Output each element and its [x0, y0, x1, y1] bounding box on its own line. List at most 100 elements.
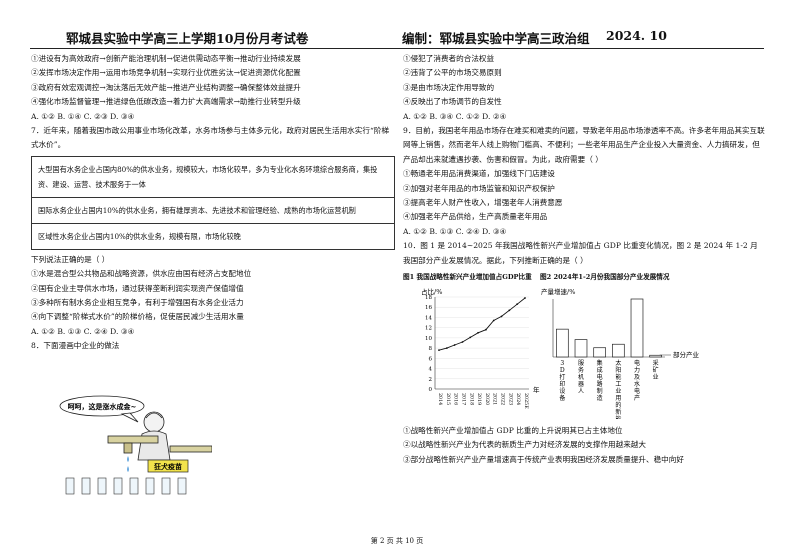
- category-label-char: 用: [615, 395, 621, 402]
- x-axis-label: 年: [533, 385, 540, 394]
- answer-choices: A. ①② B. ①④ C. ②③ D. ③④: [31, 111, 135, 121]
- category-label-char: 能: [615, 415, 621, 419]
- data-point: [453, 343, 456, 346]
- option-line: ①战略性新兴产业增加值占 GDP 比重的上升说明其已占主体地位: [403, 425, 623, 435]
- sign-text: 狂犬疫苗: [154, 462, 182, 471]
- category-label-char: 集: [597, 359, 603, 367]
- category-label-char: 服: [578, 360, 584, 367]
- category-label-char: 务: [578, 366, 584, 374]
- data-point: [485, 328, 487, 331]
- category-label-char: 打: [559, 373, 565, 381]
- option-line: ①进设有为高效政府→创新产能治理机制→促进供需动态平衡→推动行业持续发展: [31, 54, 301, 63]
- y-tick-label: 18: [425, 295, 432, 301]
- category-label-char: 太: [615, 359, 621, 367]
- exam-date: 2024. 10: [606, 28, 667, 43]
- option-line: ④向下调整“阶梯式水价”的阶梯价格，促使居民减少生活用水量: [31, 312, 244, 322]
- category-label-char: 电: [634, 359, 640, 367]
- data-point: [524, 296, 526, 299]
- category-label-char: 备: [559, 394, 565, 402]
- bar: [649, 354, 662, 357]
- y-tick-label: 8: [429, 346, 433, 352]
- annotation-label: 部分产业: [673, 350, 700, 359]
- y-tick-label: 6: [429, 356, 433, 362]
- category-label-char: 电: [634, 387, 640, 395]
- category-label-char: 矿: [653, 366, 659, 374]
- question-prompt: 下列说法正确的是（ ）: [31, 254, 110, 264]
- right-column: ①侵犯了消费者的合法权益 ②违背了公平的市场交易原则 ③是由市场决定作用导致的 …: [403, 52, 765, 467]
- bar: [556, 328, 569, 357]
- figure-titles: 图1 我国战略性新兴产业增加值占GDP比重 图2 2024年1-2月份我国部分产…: [403, 270, 765, 284]
- y-tick-label: 4: [429, 366, 433, 372]
- x-tick-label: 2014: [437, 393, 443, 405]
- category-label-char: 机: [578, 373, 584, 381]
- y-tick-label: 10: [425, 335, 432, 341]
- option-line: ③是由市场决定作用导致的: [403, 82, 495, 92]
- category-label-char: 印: [559, 381, 565, 388]
- option-line: ②加强对老年用品的市场监管和知识产权保护: [403, 183, 555, 193]
- editor-credit: 编制：郓城县实验中学高三政治组: [402, 31, 590, 46]
- option-line: ②违背了公平的市场交易原则: [403, 68, 502, 78]
- bar: [630, 298, 644, 357]
- x-tick-label: 2018: [468, 393, 474, 405]
- option-line: ①畅通老年用品消费渠道，加强线下门店建设: [403, 169, 555, 179]
- option-line: ③多种所有制水务企业相互竞争，有利于增强国有水务企业活力: [31, 298, 244, 308]
- category-label-char: 产: [634, 394, 640, 402]
- table-cell: 国际水务企业占国内10%的供水业务，拥有雄厚资本、先进技术和管理经验、成熟的市场…: [32, 196, 394, 223]
- option-line: ②以战略性新兴产业为代表的新质生产力对经济发展的支撑作用越来越大: [403, 440, 646, 450]
- page-header: 郓城县实验中学高三上学期10月份月考试卷 编制：郓城县实验中学高三政治组 202…: [40, 28, 754, 46]
- category-label-char: 采: [653, 359, 659, 367]
- option-line: ①侵犯了消费者的合法权益: [403, 54, 495, 63]
- answer-choices: A. ①② B. ③④ C. ①② D. ②④: [403, 111, 507, 121]
- question-stem: 10．图 1 是 2014~2025 年我国战略性新兴产业增加值占 GDP 比重…: [403, 241, 758, 265]
- category-label-char: 业: [615, 387, 621, 395]
- data-point: [516, 302, 519, 305]
- category-label-char: 工: [615, 381, 621, 388]
- category-label-char: 人: [578, 388, 584, 395]
- page-footer: 第 2 页 共 10 页: [370, 537, 424, 545]
- option-line: ④反映出了市场调节的自发性: [403, 97, 502, 107]
- category-label-char: 成: [597, 366, 603, 374]
- figure2-title: 图2 2024年1-2月份我国部分产业发展情况: [540, 273, 670, 282]
- speech-text: 呵呵，这是涨水成金~: [68, 402, 137, 411]
- category-label-char: 制: [597, 387, 603, 395]
- data-point: [477, 331, 479, 334]
- table-cell: 区域性水务企业占国内10%的供水业务，规模有限，市场化较晚: [32, 222, 394, 249]
- category-label-char: 业: [653, 373, 659, 381]
- answer-choices: A. ①② B. ①③ C. ②④ D. ③④: [403, 226, 507, 236]
- exam-title: 郓城县实验中学高三上学期10月份月考试卷: [66, 31, 309, 46]
- x-tick-label: 2022: [500, 393, 506, 405]
- option-line: ③提高老年人财产性收入，增强老年人消费意愿: [403, 198, 563, 208]
- x-tick-label: 2020: [484, 393, 490, 405]
- figure1-title: 图1 我国战略性新兴产业增加值占GDP比重: [403, 273, 532, 282]
- x-tick-label: 2019: [476, 393, 482, 405]
- category-label-char: 3: [560, 360, 564, 367]
- data-point: [492, 319, 495, 321]
- data-point: [438, 348, 440, 351]
- option-line: ③政府有效宏观调控→淘汰落后无效产能→推进产业结构调整→确保整体效益提升: [31, 82, 301, 92]
- y-tick-label: 2: [429, 376, 433, 382]
- category-label-char: 造: [597, 394, 603, 402]
- category-label-char: 力: [634, 366, 640, 374]
- series-line: [438, 297, 526, 351]
- water-market-table: 大型国有水务企业占国内80%的供水业务，规模较大，市场化较早，多为专业化水务环境…: [31, 155, 395, 250]
- category-label-char: 水: [634, 380, 640, 388]
- table-cell: 大型国有水务企业占国内80%的供水业务，规模较大，市场化较早，多为专业化水务环境…: [38, 164, 378, 189]
- bar: [574, 338, 588, 357]
- x-tick-label: 2025E: [523, 393, 529, 409]
- category-label-char: 电: [597, 373, 603, 381]
- bar: [612, 343, 625, 357]
- category-label-char: D: [560, 367, 565, 374]
- cartoon-illustration: 呵呵，这是涨水成金~ 狂犬疫苗: [59, 395, 212, 495]
- option-line: ②发挥市场决定作用→运用市场竞争机制→实现行业优胜劣汰→促进资源优化配置: [31, 68, 301, 78]
- option-line: ①水是混合型公共物品和战略资源，供水应由国有经济占支配地位: [31, 269, 252, 279]
- category-label-char: 阳: [615, 366, 621, 374]
- data-point: [461, 340, 464, 343]
- y-axis-label: 占比/%: [421, 287, 442, 296]
- y-tick-label: 0: [429, 387, 433, 393]
- header-rule: [30, 48, 764, 49]
- category-label-char: 新: [615, 408, 621, 416]
- category-label-char: 路: [597, 380, 603, 388]
- option-line: ④强化市场监督管理→推进绿色低碳改造→着力扩大高端需求→助推行业转型升级: [31, 97, 301, 107]
- question-stem: 8．下面漫画中企业的做法: [31, 341, 120, 351]
